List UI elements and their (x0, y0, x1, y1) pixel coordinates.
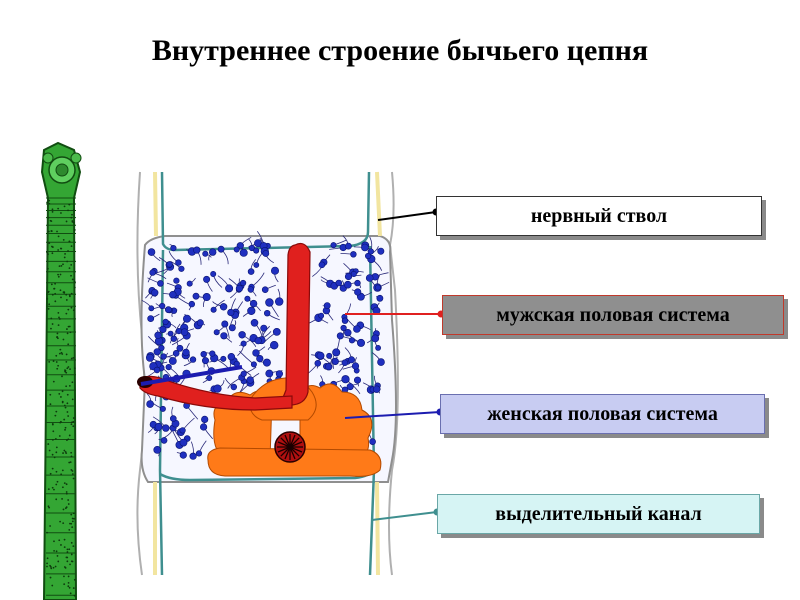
page-title: Внутреннее строение бычьего цепня (151, 34, 649, 67)
label-male-system: мужская половая система (442, 295, 784, 335)
label-female-system: женская половая система (440, 394, 765, 434)
proglottid-segment (136, 171, 399, 576)
excretory-canal-pointer (371, 508, 441, 521)
nerve-trunk-pointer (377, 208, 440, 221)
label-excretory-canal: выделительный канал (437, 494, 760, 534)
whole-tapeworm-illustration (40, 141, 82, 600)
label-nerve-trunk: нервный ствол (436, 196, 762, 236)
genital-canal (139, 375, 293, 411)
